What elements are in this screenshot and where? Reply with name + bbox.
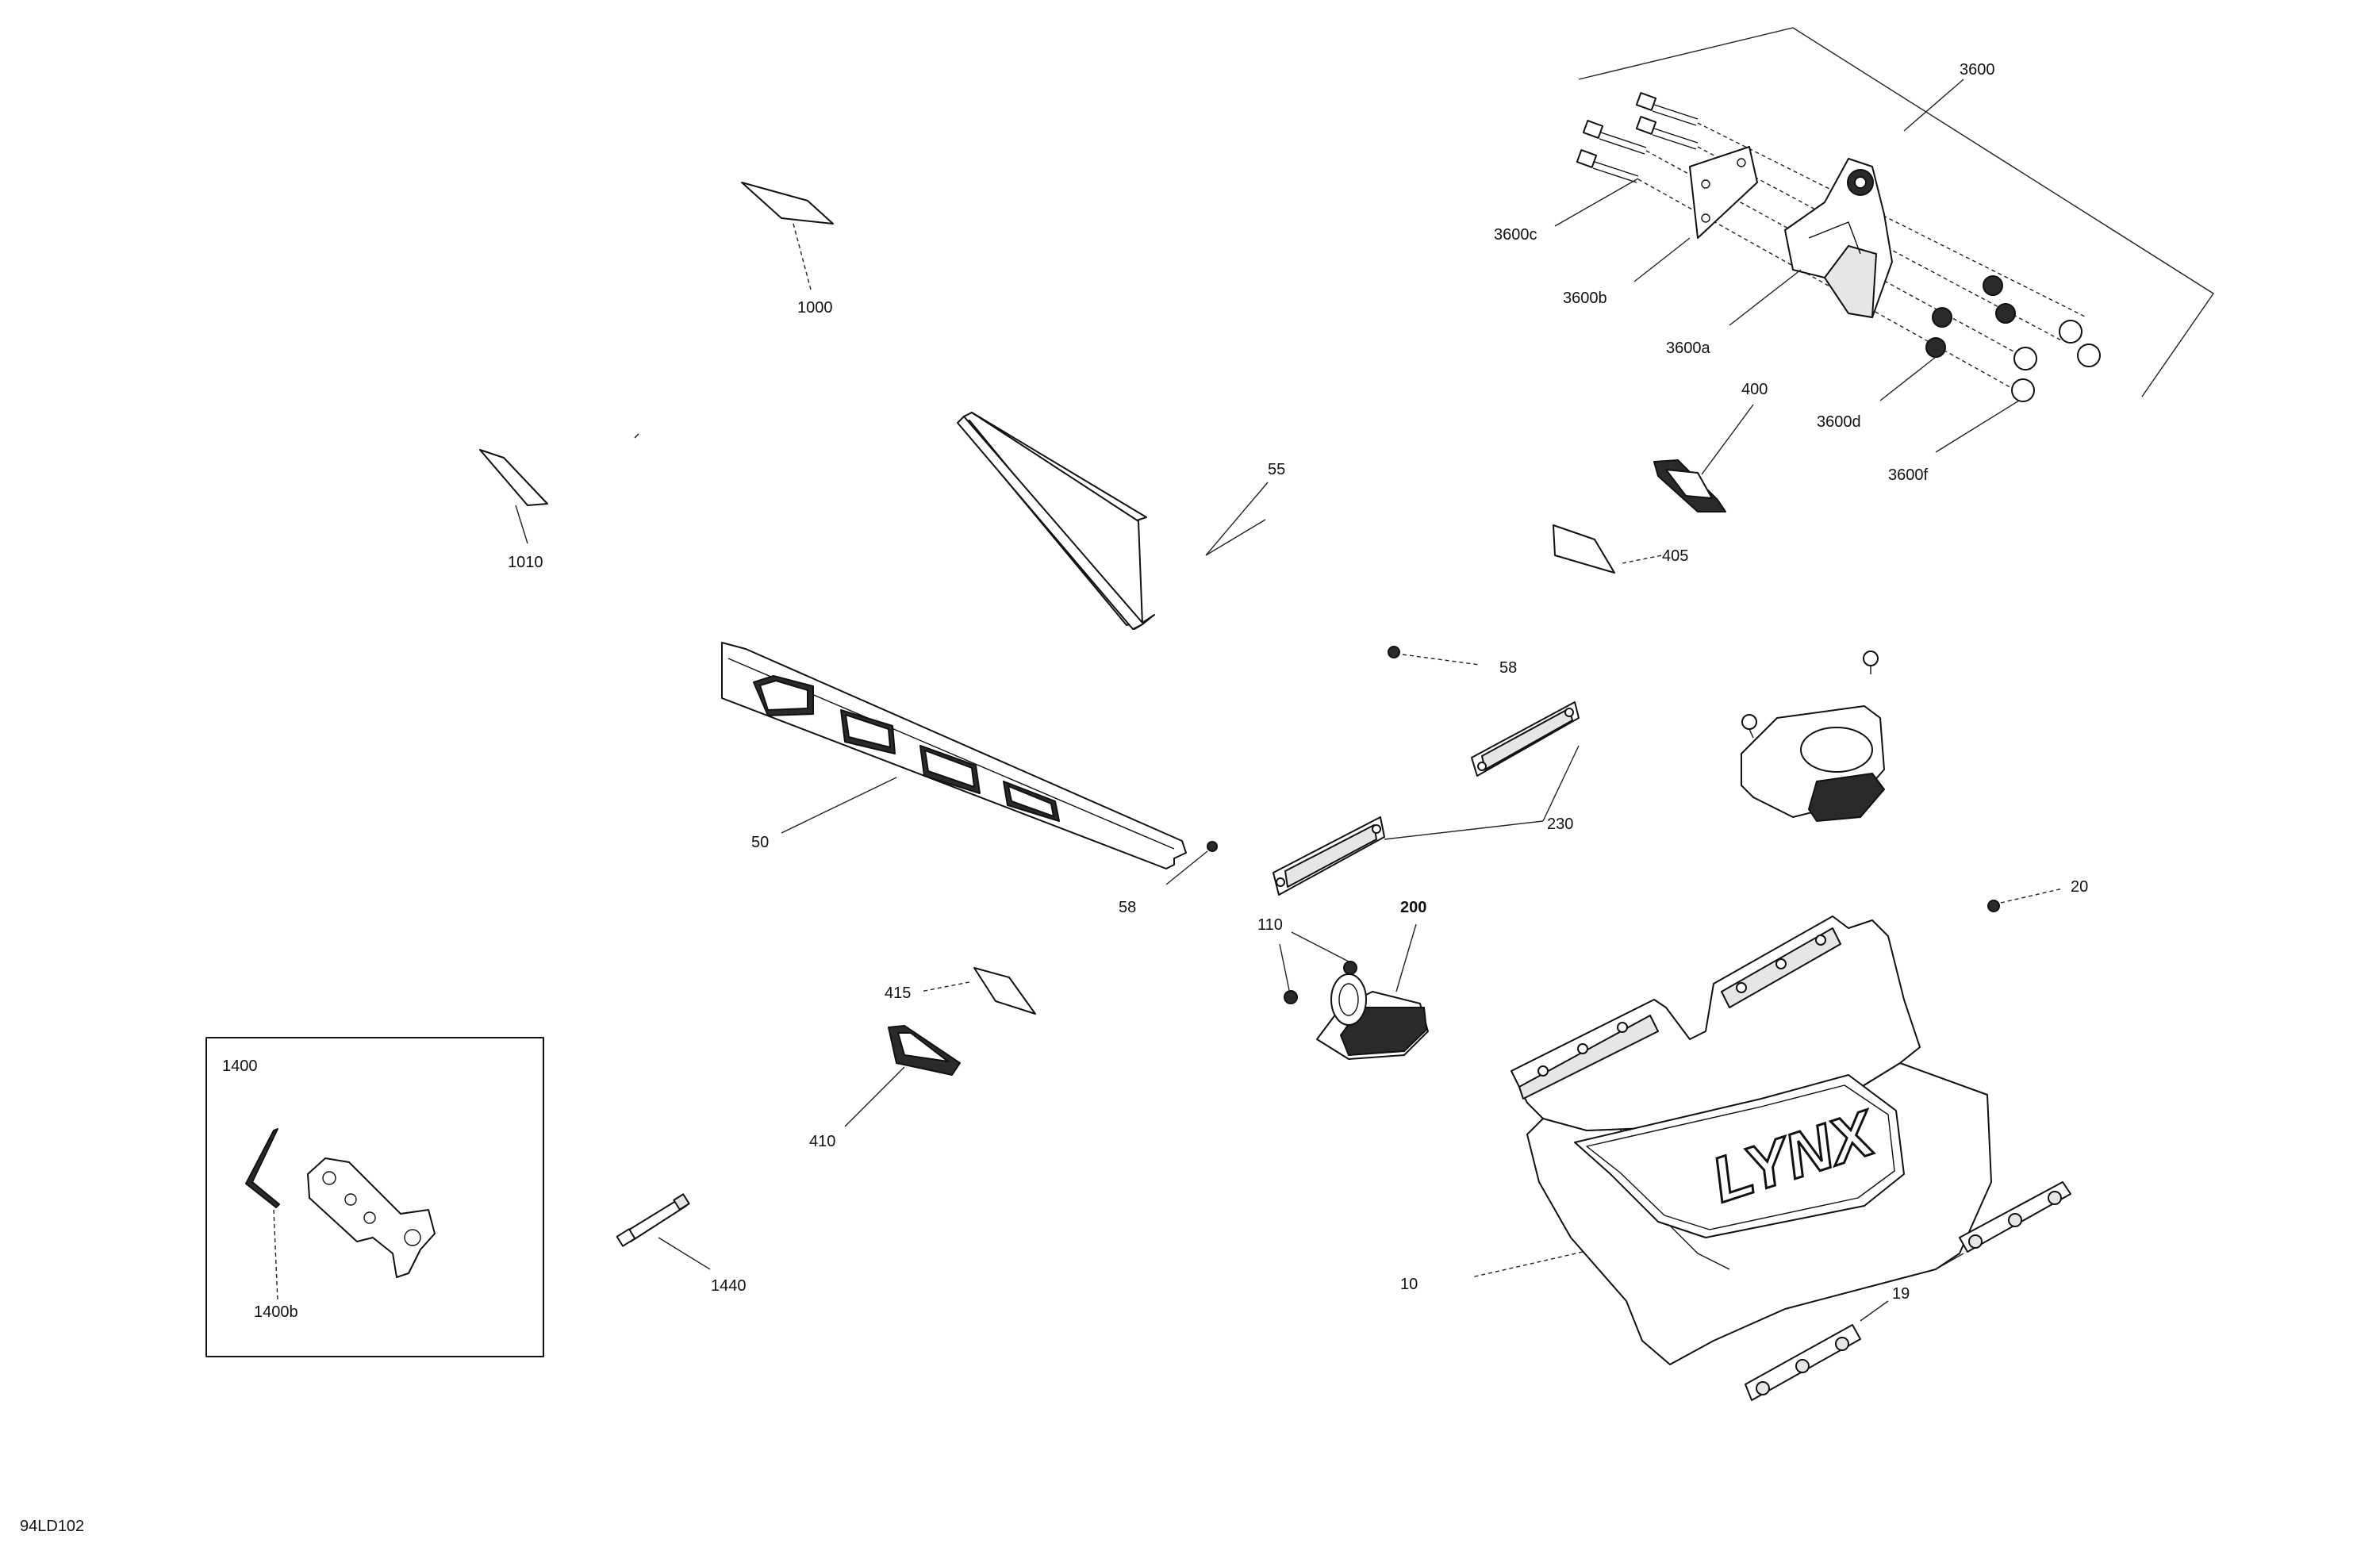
callout-1400b[interactable]: 1400b	[254, 1303, 298, 1321]
decal-1010: 1010	[479, 449, 548, 571]
callout-410[interactable]: 410	[809, 1133, 835, 1150]
callout-58-lower[interactable]: 58	[1119, 899, 1136, 916]
leader-3600c	[1554, 178, 1639, 227]
decal-1000: 1000	[741, 182, 834, 317]
assembly-3600-bracket	[1578, 27, 2214, 397]
handle-assembly-upper	[1741, 651, 1885, 822]
leader-3600f	[1935, 400, 2020, 453]
callout-400[interactable]: 400	[1741, 381, 1768, 398]
callout-3600[interactable]: 3600	[1960, 61, 1995, 79]
decal-415: 415	[885, 967, 1036, 1015]
callout-3600b[interactable]: 3600b	[1563, 290, 1607, 307]
callout-3600a[interactable]: 3600a	[1666, 340, 1710, 357]
bolts-3600c	[1576, 92, 1699, 183]
nuts-110: 110	[1257, 916, 1357, 1004]
caps-3600f	[2011, 320, 2101, 402]
screw-58-top: 58	[1388, 646, 1517, 677]
leader-3600a	[1729, 269, 1802, 326]
callout-20[interactable]: 20	[2071, 878, 2088, 896]
leader-55	[1205, 482, 1269, 556]
handle-200: 200	[1316, 899, 1429, 1060]
side-panel-50: 50	[721, 642, 1187, 869]
plate-3600b	[1689, 146, 1758, 239]
hitch-3600a	[1784, 158, 1893, 318]
align-line-1	[1697, 122, 2087, 318]
callout-230[interactable]: 230	[1547, 816, 1573, 833]
callout-3600c[interactable]: 3600c	[1494, 226, 1537, 244]
callout-1010[interactable]: 1010	[508, 554, 543, 571]
callout-3600d[interactable]: 3600d	[1817, 413, 1861, 431]
plates-19: 19	[1745, 1181, 2071, 1401]
toolkit-1400: 1400 1400b	[205, 1037, 544, 1357]
callout-415[interactable]: 415	[885, 985, 911, 1002]
screw-58-lower: 58	[1119, 841, 1218, 916]
callout-1400[interactable]: 1400	[222, 1057, 258, 1075]
decal-400: 400	[1653, 381, 1768, 512]
callout-10[interactable]: 10	[1400, 1276, 1418, 1293]
diagram-reference-code: 94LD102	[20, 1518, 84, 1535]
callout-50[interactable]: 50	[751, 834, 769, 851]
decal-410: 410	[809, 1025, 961, 1150]
callout-1440[interactable]: 1440	[711, 1277, 747, 1295]
callout-405[interactable]: 405	[1662, 547, 1688, 565]
assembly-3600: 3600	[1494, 27, 2214, 484]
handle-covers-230: 230	[1273, 701, 1580, 896]
nuts-3600d	[1925, 275, 2016, 358]
callout-55[interactable]: 55	[1268, 461, 1285, 478]
leader-3600d	[1879, 356, 1937, 401]
wrench	[307, 1157, 436, 1278]
leader-3600b	[1633, 237, 1691, 282]
stray-mark	[634, 433, 639, 439]
callout-110[interactable]: 110	[1257, 916, 1283, 934]
allen-key-1400b	[245, 1128, 280, 1208]
callout-58-top[interactable]: 58	[1499, 659, 1517, 677]
decal-405: 405	[1553, 524, 1688, 574]
screw-20: 20	[1987, 878, 2088, 912]
bumper-10: LYNX 10	[1400, 915, 1992, 1365]
callout-3600f[interactable]: 3600f	[1888, 466, 1928, 484]
callout-19[interactable]: 19	[1892, 1285, 1910, 1303]
callout-200[interactable]: 200	[1400, 899, 1426, 916]
leader-3600	[1903, 79, 1964, 132]
callout-1000[interactable]: 1000	[797, 299, 833, 317]
pin-1440: 1440	[616, 1193, 747, 1295]
strip-55: 55	[957, 412, 1285, 630]
